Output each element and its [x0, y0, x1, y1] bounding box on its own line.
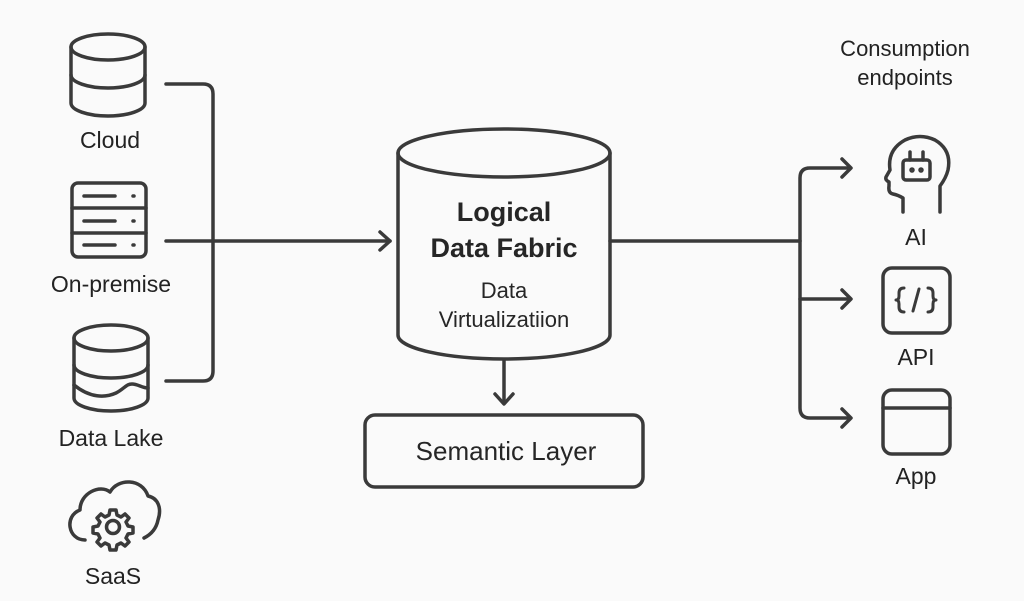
core-subtitle: Data Virtualizatiion: [439, 276, 569, 334]
source-connector: [164, 82, 392, 383]
ai-head-icon: [884, 134, 951, 214]
source-label-cloud: Cloud: [79, 127, 141, 153]
arrow-to-semantic-layer: [493, 358, 515, 406]
server-icon: [70, 181, 148, 259]
core-subtitle-line2: Virtualizatiion: [438, 307, 570, 332]
semantic-layer-label: Semantic Layer: [415, 436, 597, 466]
core-subtitle-line1: Data: [480, 278, 528, 303]
endpoint-label-api: API: [897, 344, 935, 370]
core-title-line1: Logical: [456, 197, 552, 227]
core-title: Logical Data Fabric: [430, 194, 577, 266]
endpoints-title-line2: endpoints: [857, 65, 953, 90]
endpoint-label-app: App: [895, 463, 937, 489]
database-icon: [69, 32, 147, 118]
endpoint-label-ai: AI: [905, 224, 927, 250]
source-label-on-premise: On-premise: [50, 271, 172, 297]
endpoints-title-line1: Consumption: [840, 36, 970, 61]
source-label-saas: SaaS: [84, 563, 142, 589]
core-title-line2: Data Fabric: [430, 233, 578, 263]
endpoint-connector: [608, 157, 853, 429]
data-lake-icon: [72, 323, 150, 413]
app-window-icon: [881, 388, 952, 456]
endpoints-title: Consumption endpoints: [840, 34, 970, 92]
source-label-data-lake: Data Lake: [58, 425, 164, 451]
cloud-gear-icon: [68, 480, 162, 552]
code-icon: [881, 266, 952, 335]
semantic-layer-box: [363, 413, 645, 489]
